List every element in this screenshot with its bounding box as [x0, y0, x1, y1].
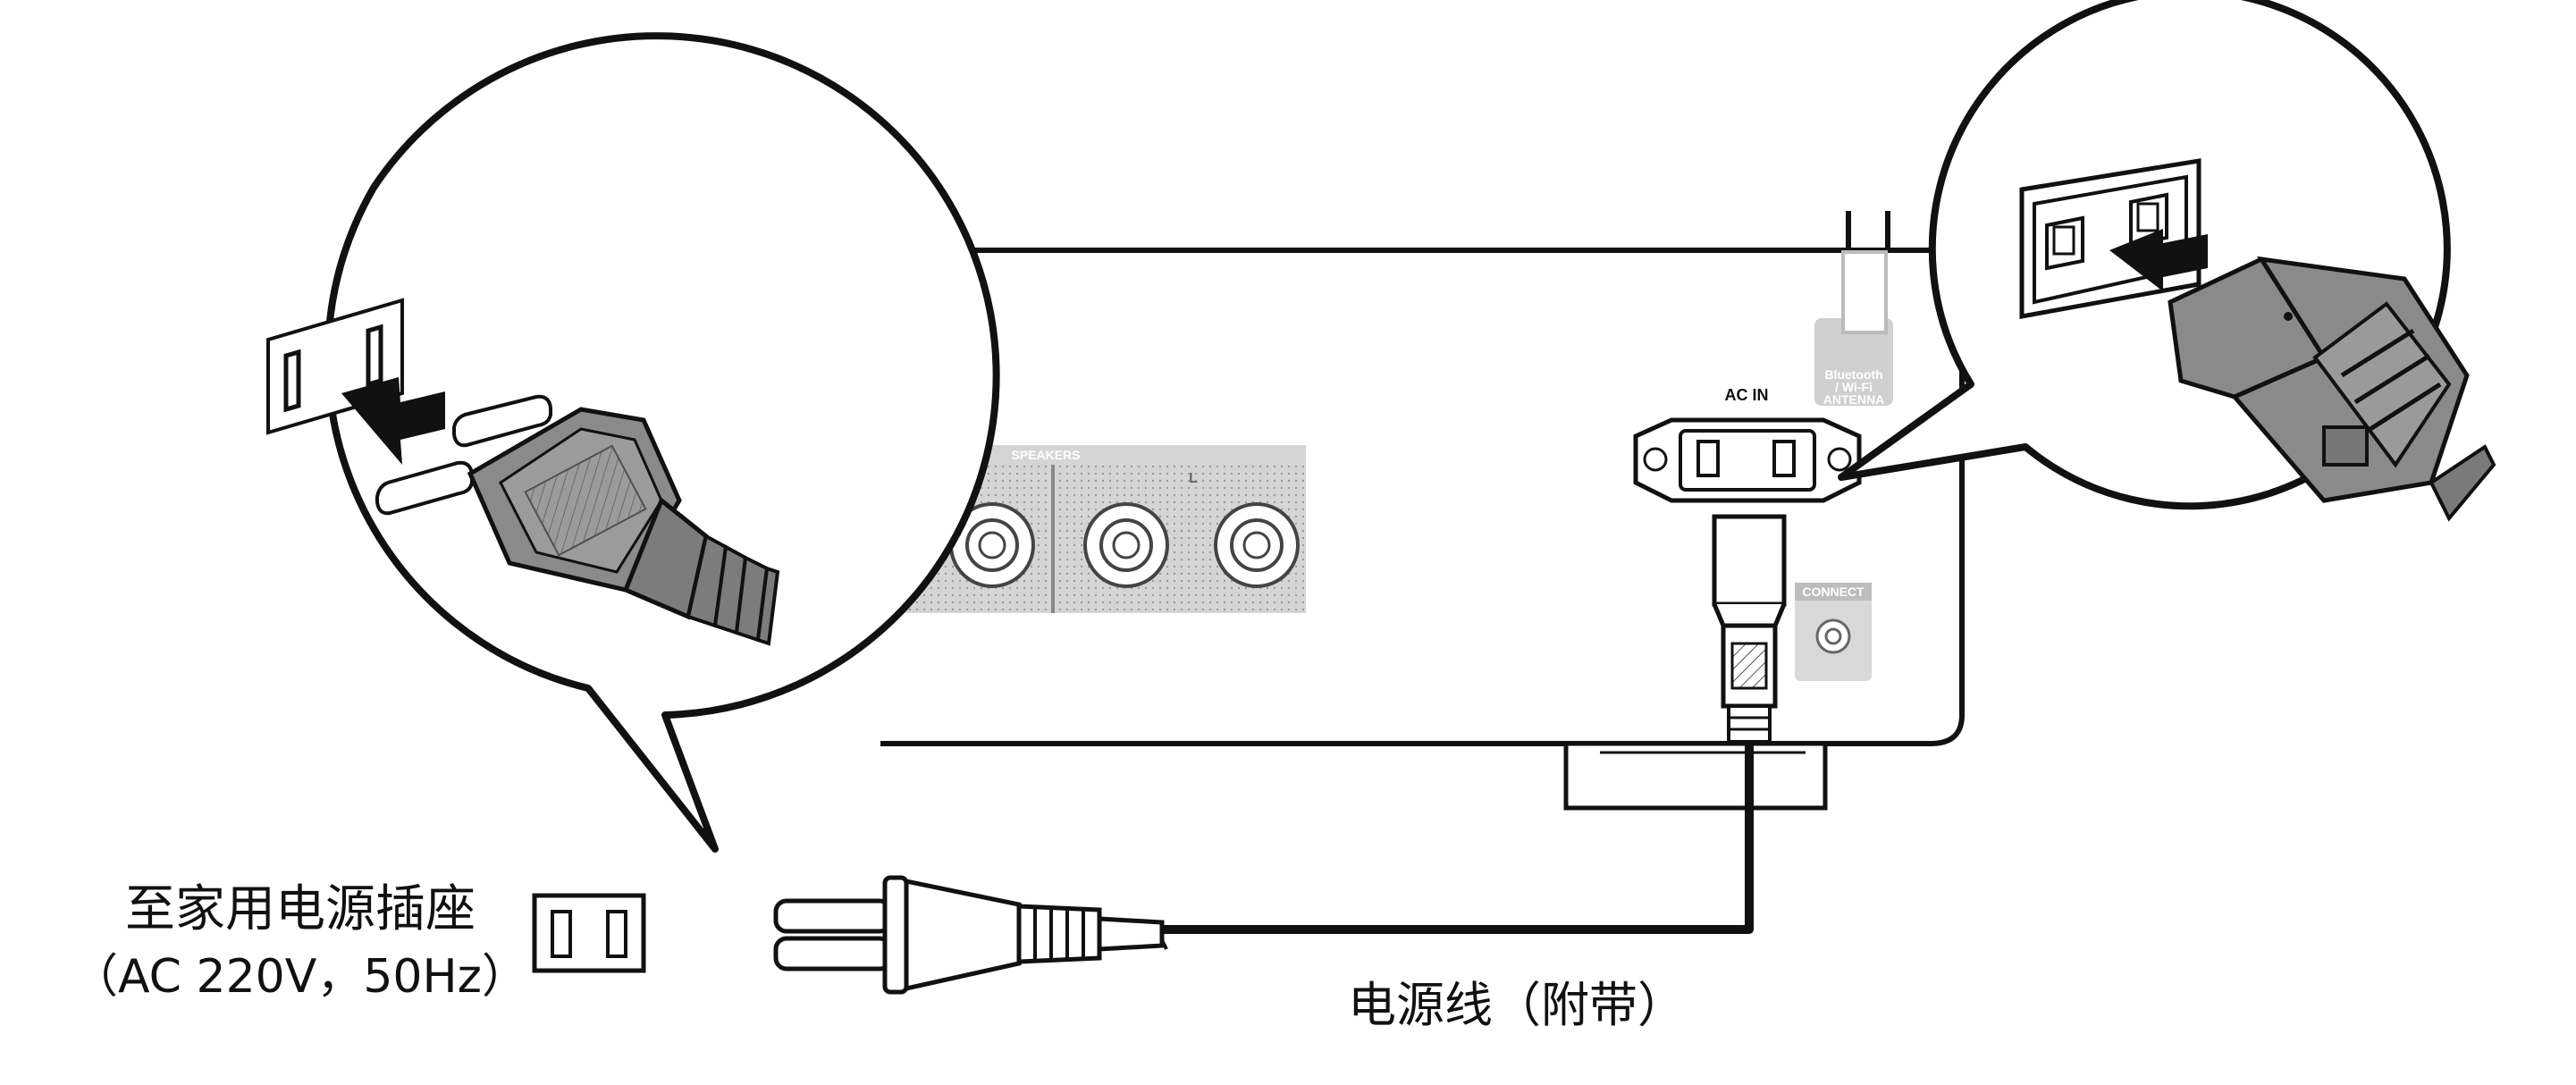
inlet-callout-bubble	[1838, 0, 2496, 522]
power-plug	[773, 875, 1165, 995]
insert-arrow-icon-right	[2109, 229, 2208, 291]
ac-in-inlet: AC IN	[1633, 386, 1862, 503]
antenna-label-2: / Wi-Fi	[1835, 380, 1873, 394]
outlet-label-line1: 至家用电源插座	[125, 880, 476, 938]
speaker-post-l-minus	[1214, 502, 1300, 588]
speakers-label: SPEAKERS	[1011, 448, 1080, 462]
plug-callout-bubble	[266, 32, 1000, 853]
antenna-label-3: ANTENNA	[1823, 392, 1884, 407]
insert-arrow-icon	[341, 377, 445, 465]
ac-in-label: AC IN	[1725, 386, 1769, 404]
speaker-post-r-minus	[949, 502, 1035, 588]
connect-label: CONNECT	[1802, 585, 1865, 599]
callout-plug	[375, 394, 780, 646]
antenna: Bluetooth / Wi-Fi ANTENNA	[1814, 211, 1893, 407]
wall-outlet-icon	[532, 893, 646, 973]
power-cord	[1153, 742, 1754, 934]
connect-port: CONNECT	[1795, 583, 1872, 681]
callout-iec-connector	[2168, 256, 2496, 522]
device-rear-panel	[880, 248, 1965, 811]
iec-connector-plugged	[1712, 514, 1787, 744]
speaker-l-label: L	[1189, 471, 1198, 486]
outlet-label-line2: （AC 220V，50Hz）	[72, 950, 528, 1004]
speaker-post-l-plus	[1083, 502, 1169, 588]
power-cord-label: 电源线（附带）	[1348, 977, 1686, 1033]
antenna-label-1: Bluetooth	[1824, 367, 1882, 382]
